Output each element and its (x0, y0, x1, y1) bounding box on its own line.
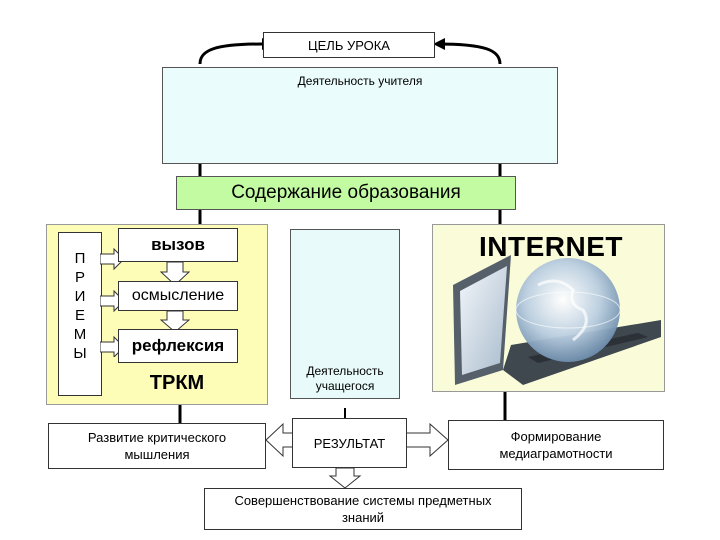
methods-letter: Р (74, 269, 85, 286)
down-arrow-1 (160, 262, 190, 286)
methods-letter: И (74, 288, 86, 305)
laptop-globe-illustration (453, 255, 661, 385)
goal-box: ЦЕЛЬ УРОКА (263, 32, 435, 58)
methods-letter: П (74, 250, 86, 267)
down-arrow-2 (160, 311, 190, 333)
subject-knowledge-box: Совершенствование системы предметных зна… (204, 488, 522, 530)
media-literacy-box: Формирование медиаграмотности (448, 420, 664, 470)
education-content-label: Содержание образования (231, 182, 461, 203)
goal-right-curve (436, 42, 502, 65)
stage-challenge-label: вызов (151, 235, 205, 254)
critical-thinking-label: Развитие критического мышления (87, 430, 227, 462)
critical-thinking-box: Развитие критического мышления (48, 423, 266, 469)
subject-knowledge-label: Совершенствование системы предметных зна… (234, 493, 492, 525)
methods-letter: Ы (73, 345, 87, 362)
goal-left-curve (198, 42, 263, 65)
trkm-label: ТРКМ (149, 371, 205, 394)
stage-comprehension: осмысление (118, 281, 238, 311)
student-activity-box: Деятельность учащегося (290, 229, 400, 399)
education-content-box: Содержание образования (176, 176, 516, 210)
stage-reflection: рефлексия (118, 329, 238, 363)
teacher-activity-box: Деятельность учителя (162, 67, 558, 164)
result-label: РЕЗУЛЬТАТ (313, 435, 386, 451)
methods-letter: М (73, 326, 87, 343)
methods-letter: Е (74, 307, 85, 324)
result-box: РЕЗУЛЬТАТ (292, 418, 407, 468)
methods-letters-box: П Р И Е М Ы (58, 232, 102, 396)
internet-label: INTERNET (479, 231, 623, 262)
stage-reflection-label: рефлексия (131, 336, 225, 355)
goal-right-arrowhead (433, 38, 445, 50)
media-literacy-label: Формирование медиаграмотности (499, 429, 613, 461)
down-arrow (328, 467, 362, 489)
stage-comprehension-label: осмысление (131, 287, 225, 304)
stage-challenge: вызов (118, 228, 238, 262)
goal-label: ЦЕЛЬ УРОКА (308, 37, 390, 53)
internet-panel: INTERNET (432, 224, 665, 392)
teacher-activity-label: Деятельность учителя (297, 74, 423, 88)
student-activity-label: Деятельность учащегося (306, 364, 384, 393)
